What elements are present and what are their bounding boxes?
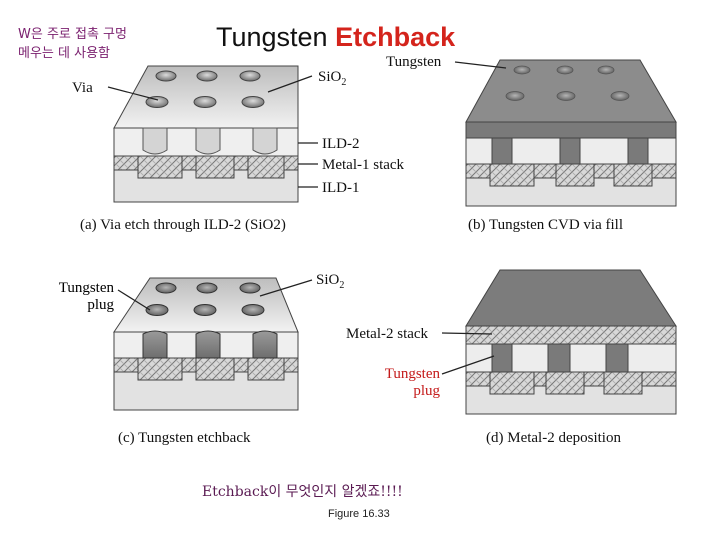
label-metal1-stack: Metal-1 stack bbox=[322, 157, 405, 173]
label-tungsten-plug-c: Tungsten plug bbox=[58, 280, 114, 313]
label-ild1: ILD-1 bbox=[322, 180, 360, 196]
caption-c: (c) Tungsten etchback bbox=[118, 430, 251, 446]
figure-number: Figure 16.33 bbox=[328, 508, 390, 520]
panel-d-metal2-deposition bbox=[465, 269, 677, 415]
panel-a-via-etch bbox=[113, 65, 299, 203]
label-metal2-stack: Metal-2 stack bbox=[346, 326, 429, 342]
label-sio2-mid: SiO2 bbox=[316, 272, 345, 291]
leader-lines bbox=[107, 61, 507, 375]
label-via: Via bbox=[72, 80, 93, 96]
korean-note-line2: 메우는 데 사용함 bbox=[18, 46, 110, 61]
leader-via bbox=[107, 86, 159, 101]
leader-tungsten-plug-d bbox=[441, 355, 495, 375]
title-accent: Etchback bbox=[335, 22, 456, 52]
leader-tungsten-top bbox=[454, 61, 507, 69]
leader-metal2 bbox=[441, 332, 493, 335]
label-tungsten-plug-d: Tungsten plug bbox=[384, 366, 440, 399]
label-ild2: ILD-2 bbox=[322, 136, 360, 152]
caption-a: (a) Via etch through ILD-2 (SiO2) bbox=[80, 217, 286, 233]
leader-tungsten-plug-c bbox=[117, 289, 151, 311]
caption-d: (d) Metal-2 deposition bbox=[486, 430, 621, 446]
label-tungsten-top: Tungsten bbox=[386, 54, 442, 70]
panel-c-etchback bbox=[113, 277, 299, 411]
panel-b-tungsten-fill bbox=[465, 59, 677, 207]
korean-note-line1: W은 주로 접촉 구멍 bbox=[18, 27, 127, 42]
label-sio2-top: SiO2 bbox=[318, 69, 347, 88]
leader-sio2-top bbox=[267, 75, 313, 93]
footer-question: Etchback이 무엇인지 알겠죠!!!! bbox=[202, 484, 403, 500]
title-plain: Tungsten bbox=[216, 22, 328, 52]
leader-sio2-mid bbox=[259, 279, 313, 297]
page-title: Tungsten Etchback bbox=[216, 22, 455, 53]
caption-b: (b) Tungsten CVD via fill bbox=[468, 217, 624, 233]
